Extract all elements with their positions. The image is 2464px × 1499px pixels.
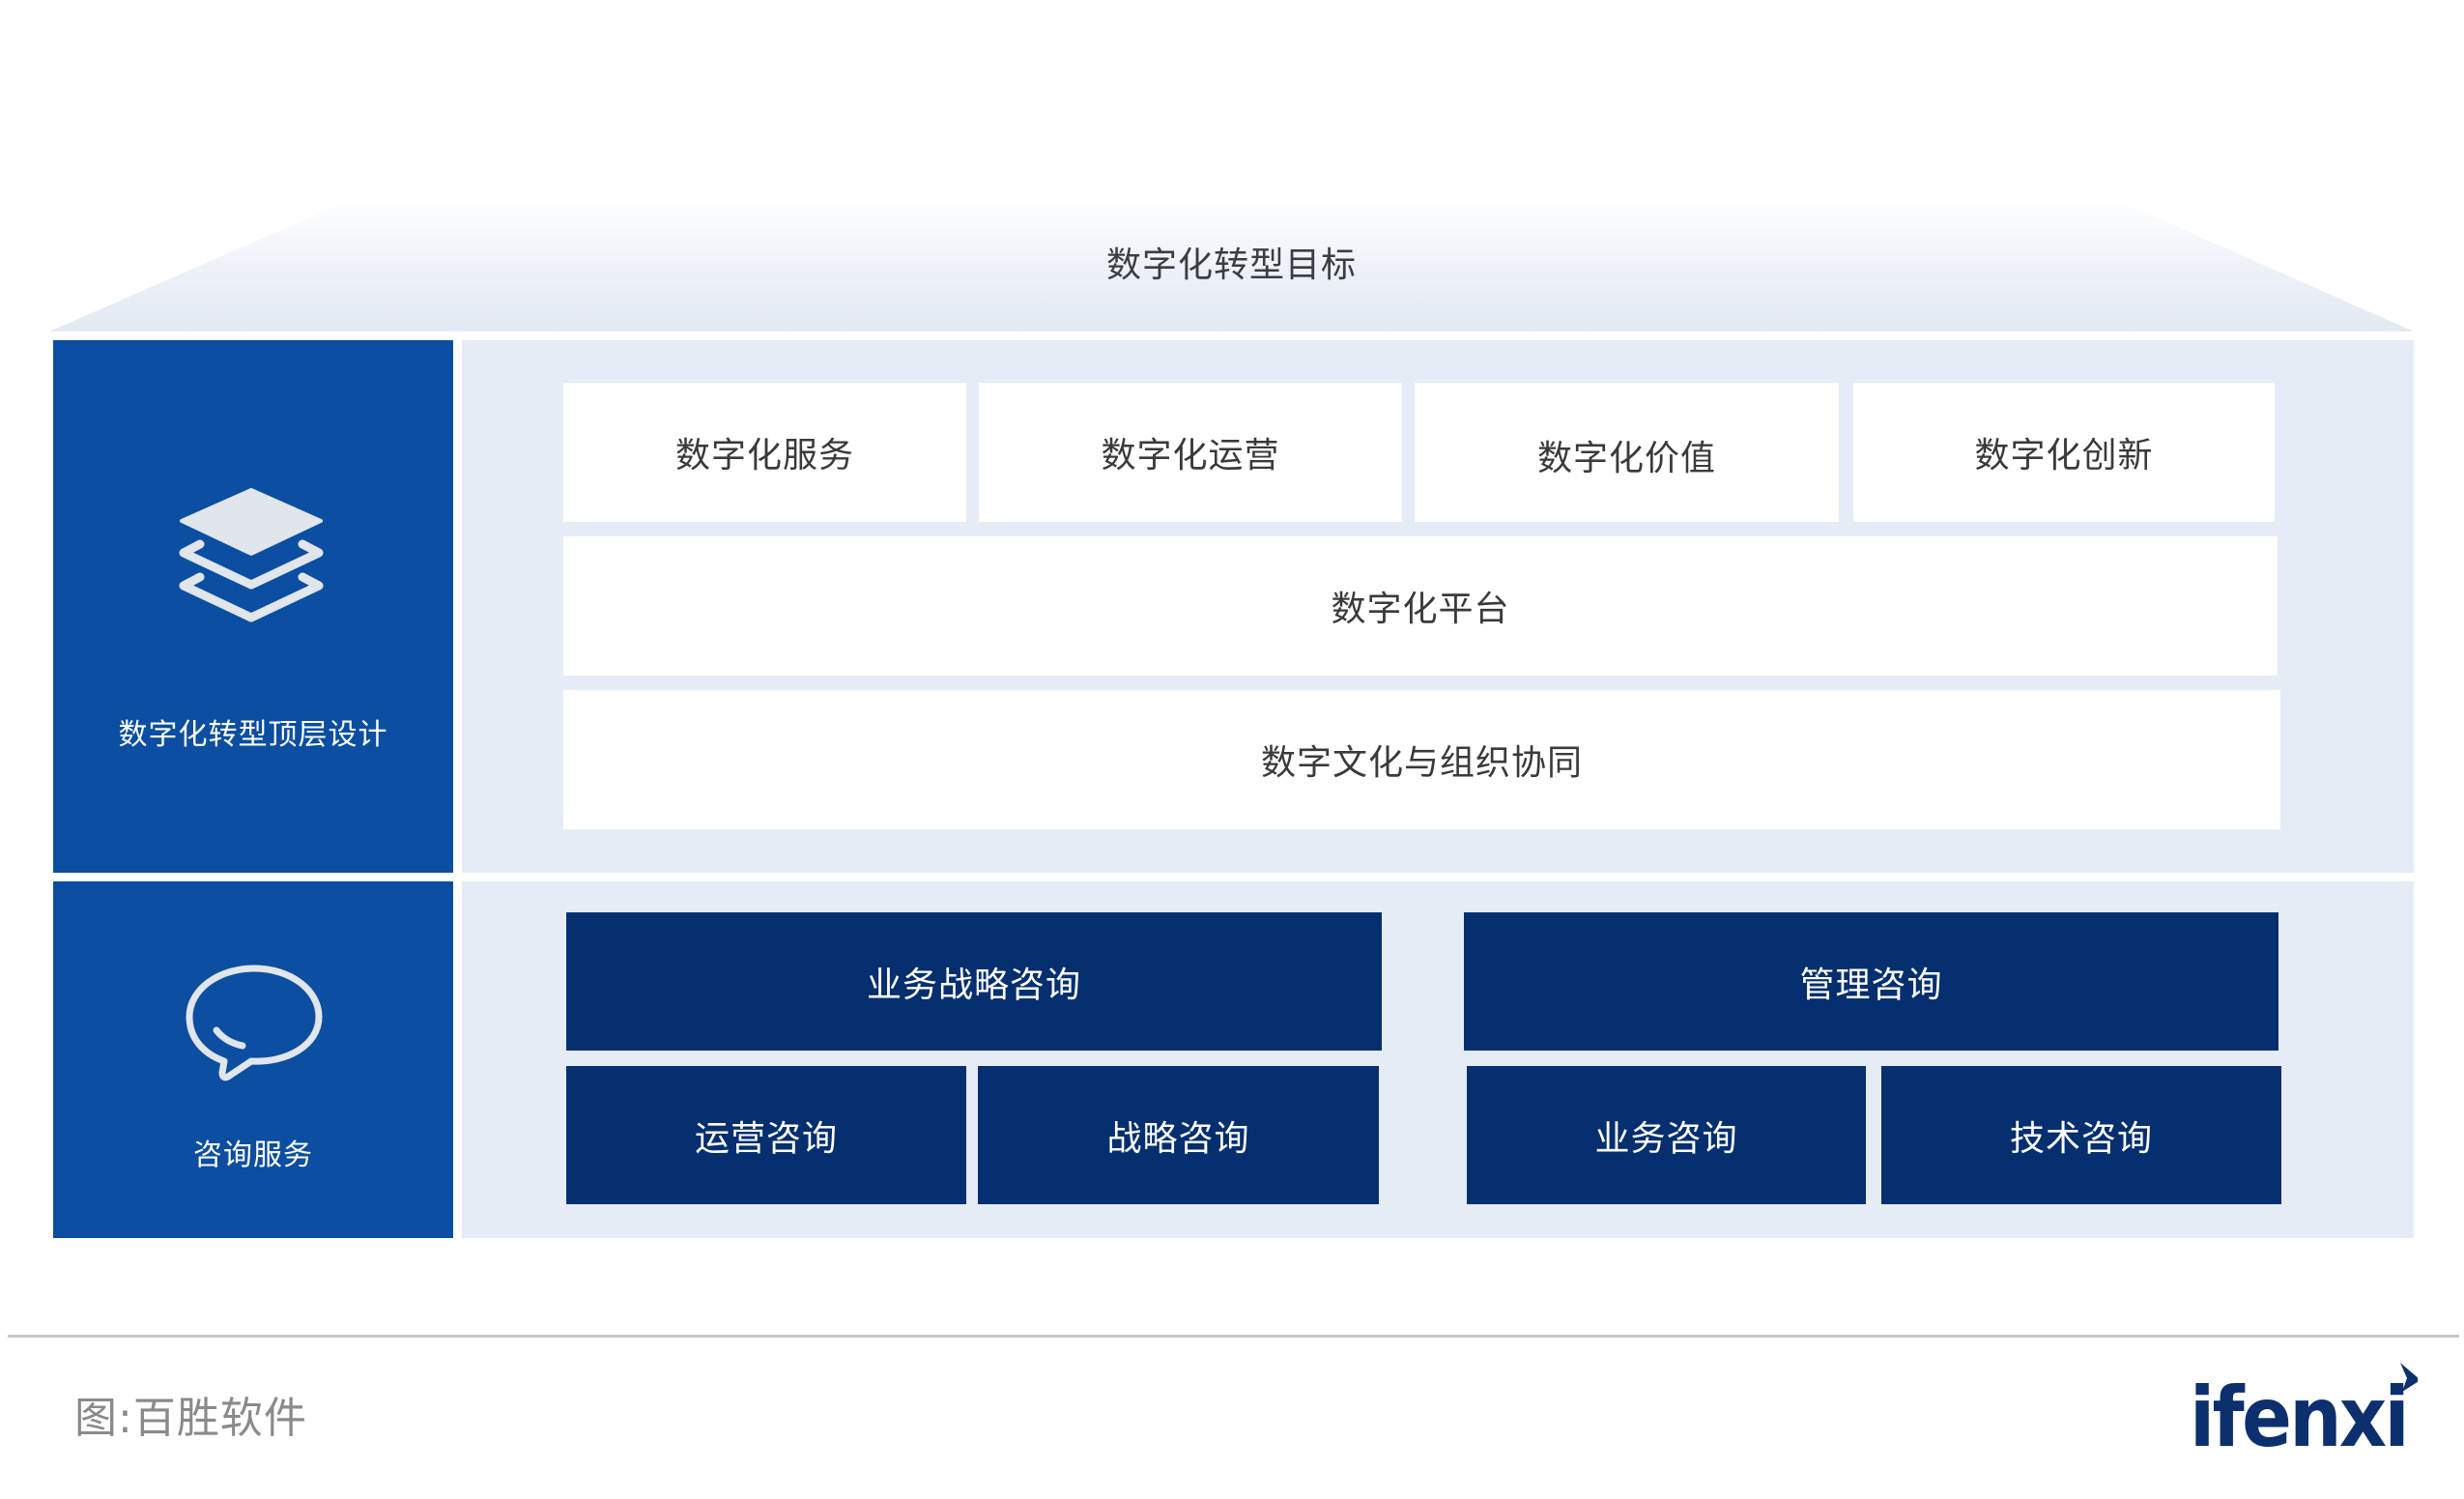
block-business-strategy-consulting: 业务战略咨询 xyxy=(566,912,1382,1051)
chat-bubble-icon xyxy=(186,965,323,1081)
tile-label: 数字化运营 xyxy=(1101,436,1280,476)
block-label: 运营咨询 xyxy=(694,1118,838,1159)
side-label-consulting: 咨询服务 xyxy=(193,1139,313,1172)
block-operation-consulting: 运营咨询 xyxy=(566,1066,966,1204)
tile-digital-innovation: 数字化创新 xyxy=(1853,383,2275,522)
tile-label: 数字化服务 xyxy=(674,436,854,476)
block-management-consulting: 管理咨询 xyxy=(1464,912,2278,1051)
block-label: 业务咨询 xyxy=(1594,1118,1738,1159)
layers-icon xyxy=(179,488,324,622)
tile-label: 数字化价值 xyxy=(1536,439,1716,478)
block-label: 战略咨询 xyxy=(1106,1118,1250,1159)
goal-roof xyxy=(49,196,2414,332)
side-panel-consulting: 咨询服务 xyxy=(53,881,453,1238)
tile-digital-culture: 数字文化与组织协同 xyxy=(563,690,2280,829)
tile-digital-platform: 数字化平台 xyxy=(563,536,2278,676)
block-strategy-consulting: 战略咨询 xyxy=(978,1066,1379,1204)
tile-digital-value: 数字化价值 xyxy=(1415,383,1839,522)
block-technology-consulting: 技术咨询 xyxy=(1881,1066,2281,1204)
ifenxi-logo: ifenxi xyxy=(2186,1357,2421,1466)
side-panel-top-design: 数字化转型顶层设计 xyxy=(53,340,453,873)
tile-digital-operation: 数字化运营 xyxy=(979,383,1402,522)
side-label-top-design: 数字化转型顶层设计 xyxy=(118,718,388,752)
tile-label: 数字文化与组织协同 xyxy=(1260,743,1583,783)
block-label: 管理咨询 xyxy=(1799,965,1943,1005)
footer-divider xyxy=(8,1335,2459,1338)
goal-title: 数字化转型目标 xyxy=(1105,245,1357,285)
block-business-consulting: 业务咨询 xyxy=(1467,1066,1866,1204)
logo-mark: ifenxi xyxy=(2190,1363,2421,1466)
source-caption: 图:百胜软件 xyxy=(74,1394,307,1443)
roof-shape xyxy=(49,196,2414,332)
svg-text:ifenxi: ifenxi xyxy=(2190,1369,2407,1454)
block-label: 技术咨询 xyxy=(2009,1118,2153,1159)
tile-label: 数字化平台 xyxy=(1331,590,1510,629)
tile-digital-service: 数字化服务 xyxy=(563,383,966,522)
tile-label: 数字化创新 xyxy=(1974,436,2154,476)
block-label: 业务战略咨询 xyxy=(866,965,1081,1005)
